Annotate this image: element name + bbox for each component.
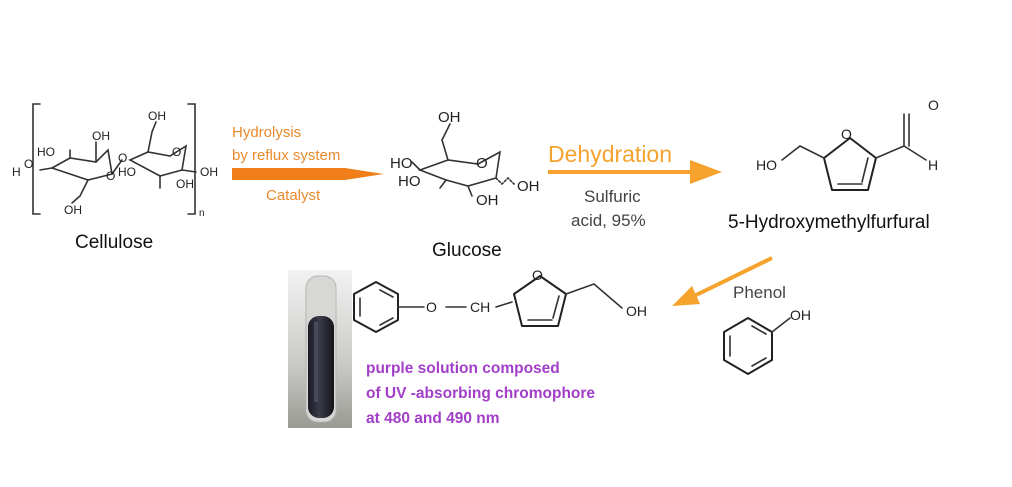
product-oh: OH [626, 303, 647, 319]
hmf-structure: O O H HO 5-Hydroxymethylfurfural [728, 97, 939, 233]
hmf-ho: HO [756, 157, 777, 173]
hmf-o-aldehyde: O [928, 97, 939, 113]
result-description: purple solution composed of UV -absorbin… [366, 360, 595, 427]
cellulose-oh-top: OH [148, 109, 166, 123]
cellulose-o-left: O [24, 157, 33, 171]
catalyst-label: Catalyst [266, 187, 321, 204]
glucose-o-ring: O [476, 155, 488, 172]
sulfuric-label: Sulfuric [584, 187, 641, 206]
glucose-oh-bottom: OH [476, 192, 499, 209]
phenol-oh: OH [790, 307, 811, 323]
glucose-oh-right: OH [517, 178, 540, 195]
reflux-label: by reflux system [232, 147, 340, 164]
cellulose-h-left: H [12, 165, 21, 179]
cellulose-o-bridge: O [118, 151, 127, 165]
phenol-step: Phenol OH [672, 256, 811, 375]
hydrolysis-step: Hydrolysis by reflux system Catalyst [232, 124, 384, 204]
hydrolysis-arrow [232, 168, 384, 180]
dehydration-step: Dehydration Sulfuric acid, 95% [548, 141, 722, 230]
result-line-1: purple solution composed [366, 360, 560, 377]
cellulose-oh-upper: OH [92, 129, 110, 143]
hmf-label: 5-Hydroxymethylfurfural [728, 212, 930, 233]
product-o-ring: O [532, 267, 543, 283]
product-ch: CH [470, 299, 490, 315]
cellulose-label: Cellulose [75, 232, 153, 253]
cellulose-oh-bottom: OH [64, 203, 82, 217]
hmf-o-ring: O [841, 126, 852, 142]
glucose-ho-lower: HO [398, 173, 421, 190]
glucose-structure: OH HO HO O OH OH Glucose [390, 109, 540, 261]
cellulose-o-ring2: O [172, 145, 181, 159]
cellulose-ho-upper: HO [37, 145, 55, 159]
test-tube-photo [288, 270, 352, 428]
cellulose-oh-lower-right: OH [176, 177, 194, 191]
cellulose-o-ring1: O [106, 169, 115, 183]
phenol-arrow [672, 286, 700, 306]
dehydration-arrow [690, 160, 722, 184]
hydrolysis-label: Hydrolysis [232, 124, 301, 141]
result-line-3: at 480 and 490 nm [366, 410, 500, 427]
glucose-oh-top: OH [438, 109, 461, 126]
product-ether-o: O [426, 299, 437, 315]
cellulose-ho-lower: HO [118, 165, 136, 179]
product-structure: O CH O OH [353, 267, 647, 333]
dehydration-label: Dehydration [548, 141, 672, 167]
phenol-label: Phenol [733, 283, 786, 302]
hmf-h-aldehyde: H [928, 157, 938, 173]
glucose-ho-upper: HO [390, 155, 413, 172]
cellulose-structure: OH OH HO H O O O HO O OH OH OH n Cellulo… [12, 103, 218, 253]
cellulose-subscript-n: n [199, 208, 205, 219]
cellulose-oh-right: OH [200, 165, 218, 179]
result-line-2: of UV -absorbing chromophore [366, 385, 595, 402]
acid-concentration-label: acid, 95% [571, 211, 646, 230]
glucose-label: Glucose [432, 240, 502, 261]
